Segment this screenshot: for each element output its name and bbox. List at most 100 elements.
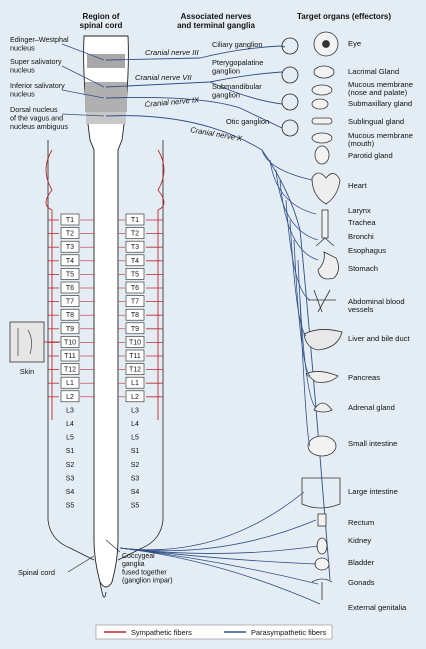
organ-label: Small intestine (348, 439, 397, 448)
organ-label-line: (mouth) (348, 139, 375, 148)
nucleus-pointer (61, 113, 105, 117)
segment-label-right: T6 (131, 285, 139, 292)
organ-label-line: Abdominal blood (348, 297, 405, 306)
gonads-icon (311, 578, 333, 600)
coccygeal-label-line: fused together (122, 569, 167, 576)
segment-box-right (125, 240, 145, 253)
organ-label-line: Mucous membrane (348, 80, 413, 89)
segment-box-left (60, 308, 80, 321)
segment-label-left: S1 (66, 448, 75, 455)
nucleus-label-line: nucleus (10, 65, 35, 74)
header-nerves-line2: and terminal ganglia (177, 21, 255, 30)
nucleus-pointer (61, 89, 105, 99)
rectum-icon (317, 513, 327, 527)
segment-label-right: T12 (129, 367, 141, 374)
ganglion-circles (281, 37, 299, 137)
segment-box-left (60, 322, 80, 335)
vagus-branch (279, 179, 319, 261)
organ-label: Rectum (348, 518, 374, 527)
segment-label-right: T9 (131, 326, 139, 333)
organ-label-line: Heart (348, 181, 367, 190)
segment-label-right: S5 (131, 503, 140, 510)
segment-label-left: S3 (66, 475, 75, 482)
nucleus-label-line: Inferior salivatory (10, 81, 65, 90)
bronchi-icon (315, 237, 335, 247)
organ-label: Pancreas (348, 373, 380, 382)
segment-box-right (125, 254, 145, 267)
segment-box-right (125, 308, 145, 321)
segment-label-right: S4 (131, 489, 140, 496)
segment-label-left: L4 (66, 421, 74, 428)
nucleus-label-line: nucleus ambiguus (10, 122, 68, 131)
stomach-icon (317, 251, 339, 280)
cord-outer-left (47, 140, 95, 561)
organ-label: Heart (348, 181, 367, 190)
cranial-nerve-vii-branch (209, 81, 283, 105)
segment-box-left (60, 268, 80, 280)
segment-label-right: S3 (131, 475, 140, 482)
organ-icons (301, 31, 343, 600)
segment-label-right: T5 (131, 271, 139, 278)
organ-label-line: Trachea (348, 218, 376, 227)
ganglion-label-line: ganglion (212, 66, 240, 75)
heart-icon (311, 172, 341, 205)
filum-terminale (99, 581, 107, 598)
spinal-cord-label: Spinal cord (18, 568, 55, 577)
organ-label-line: Lacrimal Gland (348, 67, 399, 76)
legend-sympathetic-label: Sympathetic fibers (131, 628, 192, 637)
sympathetic-chain-right (157, 149, 165, 420)
segment-label-left: T12 (64, 367, 76, 374)
legend-box (95, 624, 333, 640)
organ-label-line: Rectum (348, 518, 374, 527)
submandibular-ganglion-circle (281, 93, 299, 111)
organ-label: Lacrimal Gland (348, 67, 399, 76)
organ-label: Sublingual gland (348, 117, 404, 126)
segment-label-right: S2 (131, 462, 140, 469)
cord-fibers (45, 149, 165, 420)
segment-box-right (125, 322, 145, 335)
segment-label-left: L2 (66, 394, 74, 401)
segment-box-right (125, 281, 145, 294)
organ-label: External genitalia (348, 603, 407, 612)
larynx-trachea-icon (321, 209, 329, 239)
segment-label-right: T4 (131, 258, 139, 265)
sacral-parasympathetic-fiber (119, 547, 321, 605)
vagus-branch (269, 159, 317, 215)
ganglion-label-line: Submandibular (212, 82, 262, 91)
segment-label-left: T3 (66, 244, 74, 251)
organ-label-line: Submaxillary gland (348, 99, 412, 108)
otic-ganglion-circle (281, 119, 299, 137)
vagus-branch (275, 169, 319, 241)
liver-icon (303, 329, 343, 351)
segment-box-left (60, 363, 80, 375)
sacral-parasympathetic-fiber (119, 519, 317, 552)
segment-label-right: T3 (131, 244, 139, 251)
parotid-gland-icon (314, 145, 330, 165)
nucleus-label-line: nucleus (10, 43, 35, 52)
header-targets: Target organs (effectors) (297, 12, 391, 21)
sympathetic-chain-left (45, 149, 53, 420)
cranial-nerve-iii-label: Cranial nerve III (145, 48, 199, 57)
header-region-line2: spinal cord (80, 21, 123, 30)
segment-label-left: T9 (66, 326, 74, 333)
segment-label-left: L3 (66, 407, 74, 414)
nucleus-label-line: Dorsal nucleus (10, 105, 58, 114)
segment-box-right (125, 268, 145, 280)
organ-label-line: Liver and bile duct (348, 334, 411, 343)
coccygeal-label-line: ganglia (122, 561, 145, 568)
sacral-parasympathetic-fiber (119, 491, 305, 551)
ganglion-label-line: Ciliary ganglion (212, 40, 263, 49)
nucleus-pointer (61, 65, 105, 88)
vagus-branch (297, 259, 317, 409)
organ-label-line: Kidney (348, 536, 371, 545)
skin-inset: Skin (9, 321, 60, 376)
ganglion-label: Otic ganglion (226, 117, 269, 126)
segment-label-right: T8 (131, 312, 139, 319)
organ-label: Larynx (348, 206, 371, 215)
organ-label: Large intestine (348, 487, 398, 496)
